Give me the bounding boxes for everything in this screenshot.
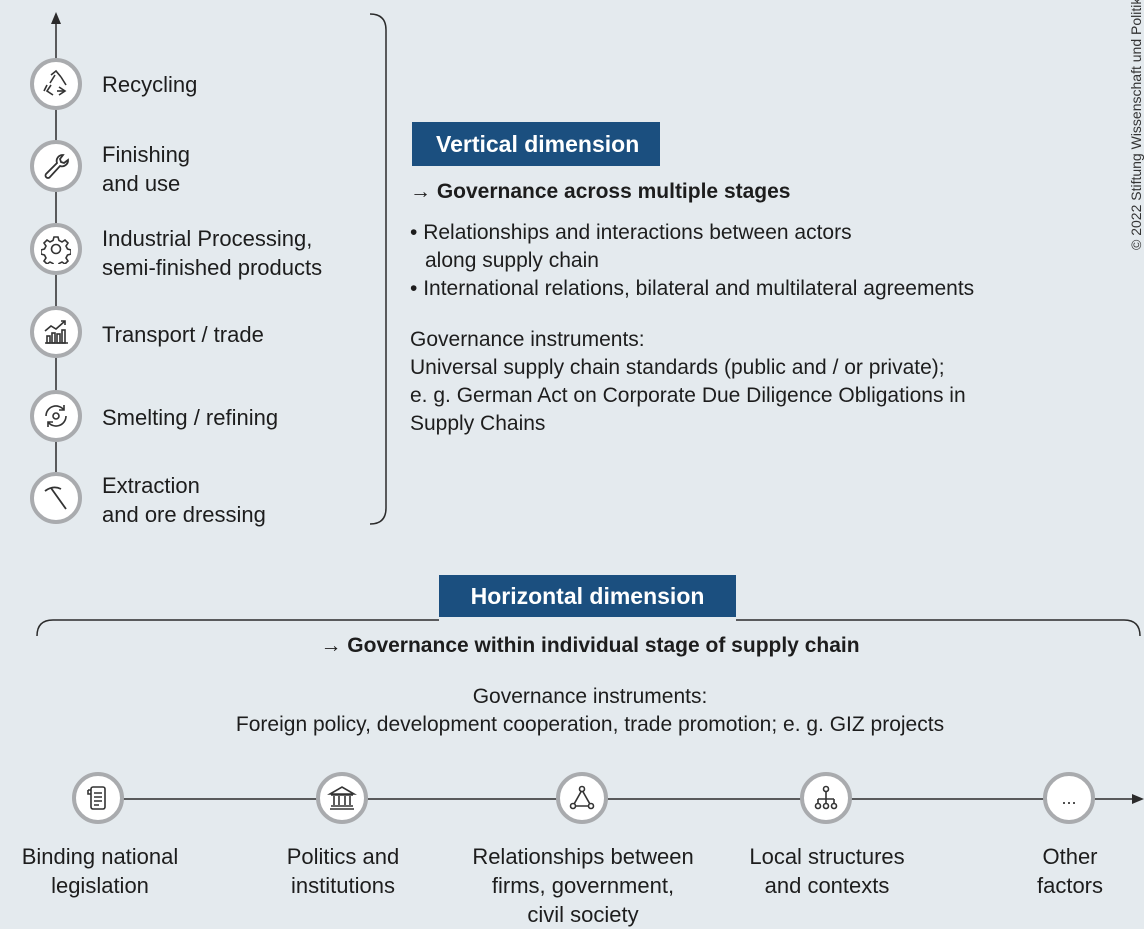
copyright-notice: © 2022 Stiftung Wissenschaft und Politik… xyxy=(1128,0,1144,260)
horizontal-bracket xyxy=(36,619,1141,637)
bullet-item-continuation: along supply chain xyxy=(425,249,599,272)
triangle-network-icon xyxy=(556,772,608,824)
wrench-icon xyxy=(30,140,82,192)
vertical-instruments: Governance instruments: Universal supply… xyxy=(410,328,966,435)
refining-cycle-icon xyxy=(30,390,82,442)
stage-label-recycling: Recycling xyxy=(102,72,198,97)
trade-chart-icon xyxy=(30,306,82,358)
stage-label-smelting: Smelting / refining xyxy=(102,405,279,430)
legislation-scroll-icon xyxy=(72,772,124,824)
copyright-text: © 2022 Stiftung Wissenschaft und Politik… xyxy=(1128,0,1144,250)
vertical-dimension-title: Vertical dimension xyxy=(412,122,660,166)
horizontal-axis xyxy=(100,794,1144,804)
vertical-bracket xyxy=(369,13,387,525)
recycle-icon xyxy=(30,58,82,110)
stage-label-finishing: Finishing and use xyxy=(102,142,191,196)
ellipsis-icon: ... xyxy=(1043,772,1095,824)
hierarchy-icon xyxy=(800,772,852,824)
vertical-subtitle: → Governance across multiple stages xyxy=(410,180,791,203)
vertical-bullets: • Relationships and interactions between… xyxy=(410,219,1110,303)
stage-label-extraction: Extraction and ore dressing xyxy=(102,473,266,527)
stage-label-industrial-processing: Industrial Processing, semi-finished pro… xyxy=(102,226,323,280)
bullet-item: • International relations, bilateral and… xyxy=(410,277,975,300)
horizontal-dimension-title: Horizontal dimension xyxy=(439,575,736,617)
institution-building-icon xyxy=(316,772,368,824)
pickaxe-icon xyxy=(30,472,82,524)
horizontal-instruments: Governance instruments: Foreign policy, … xyxy=(235,685,945,736)
horizontal-subtitle: → Governance within individual stage of … xyxy=(320,634,860,657)
gear-icon xyxy=(30,223,82,275)
bullet-item: • Relationships and interactions between… xyxy=(410,221,852,244)
stage-label-transport: Transport / trade xyxy=(102,322,264,347)
factor-label-legislation: Binding national legislation xyxy=(21,844,179,898)
factor-label-local-structures: Local structures and contexts xyxy=(749,844,905,898)
factor-label-relationships: Relationships between firms, government,… xyxy=(472,844,694,927)
factor-label-politics: Politics and institutions xyxy=(286,844,400,898)
factor-label-other: Other factors xyxy=(1036,844,1104,898)
